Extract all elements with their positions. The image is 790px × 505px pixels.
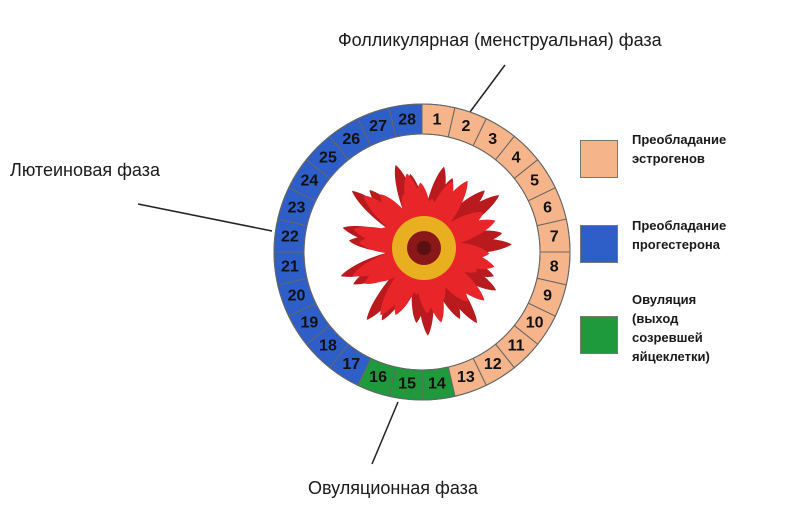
legend-swatch-progesterone bbox=[580, 225, 618, 263]
legend-text-progesterone: Преобладание прогестерона bbox=[632, 218, 727, 252]
luteal-pointer-line bbox=[137, 203, 273, 232]
cycle-day-label-22: 22 bbox=[281, 229, 299, 246]
cycle-day-label-12: 12 bbox=[484, 356, 502, 373]
cycle-day-label-6: 6 bbox=[543, 200, 552, 217]
cycle-day-label-7: 7 bbox=[550, 229, 559, 246]
flower-stamen bbox=[433, 267, 442, 276]
flower-center-core bbox=[417, 241, 431, 255]
flower-stamen bbox=[443, 257, 452, 266]
flower-stamen bbox=[447, 244, 455, 252]
flower-stamen bbox=[420, 271, 428, 279]
legend-swatch-ovulation bbox=[580, 316, 618, 354]
phase-pointer-lines bbox=[137, 64, 506, 465]
cycle-day-label-8: 8 bbox=[550, 258, 559, 275]
cycle-day-label-19: 19 bbox=[300, 314, 318, 331]
luteal-phase-label: Лютеиновая фаза bbox=[10, 160, 160, 180]
cycle-day-label-3: 3 bbox=[488, 131, 497, 148]
cycle-day-label-24: 24 bbox=[300, 173, 318, 190]
cycle-day-label-13: 13 bbox=[457, 369, 475, 386]
flower-stamen bbox=[406, 220, 415, 229]
cycle-day-label-28: 28 bbox=[398, 111, 416, 128]
cycle-day-label-16: 16 bbox=[369, 369, 387, 386]
cycle-day-label-23: 23 bbox=[288, 200, 306, 217]
cycle-day-label-18: 18 bbox=[319, 338, 337, 355]
cycle-day-label-21: 21 bbox=[281, 258, 299, 275]
cycle-day-label-5: 5 bbox=[530, 173, 539, 190]
follicular-pointer-line bbox=[469, 64, 506, 113]
flower-stamen bbox=[443, 230, 452, 239]
flower-stamen bbox=[439, 263, 448, 272]
cycle-day-label-2: 2 bbox=[461, 118, 470, 135]
flower-stamen bbox=[446, 237, 455, 246]
cycle-day-label-4: 4 bbox=[512, 149, 521, 166]
ovulation-phase-label: Овуляционная фаза bbox=[308, 478, 478, 498]
legend-text-ovulation: Овуляция (выход созревшей яйцеклетки) bbox=[632, 292, 710, 364]
flower-stamen bbox=[439, 224, 448, 233]
cycle-day-label-14: 14 bbox=[428, 376, 446, 393]
flower-stamen bbox=[426, 217, 435, 226]
flower-image bbox=[340, 164, 512, 336]
flower-stamen bbox=[400, 224, 409, 233]
flower-stamen bbox=[433, 220, 442, 229]
flower-stamen bbox=[393, 237, 402, 246]
cycle-day-label-1: 1 bbox=[432, 111, 441, 128]
flower-stamen bbox=[400, 263, 409, 272]
flower-stamen bbox=[393, 250, 402, 259]
flower-stamen bbox=[413, 270, 422, 279]
cycle-day-label-27: 27 bbox=[369, 118, 387, 135]
flower-stamen bbox=[420, 217, 428, 225]
cycle-day-label-26: 26 bbox=[342, 131, 360, 148]
cycle-day-label-25: 25 bbox=[319, 149, 337, 166]
ring-inner-edge bbox=[303, 133, 541, 371]
cycle-day-label-10: 10 bbox=[526, 314, 544, 331]
ovulation-pointer-line bbox=[371, 401, 399, 465]
legend-text-estrogen: Преобладание эстрогенов bbox=[632, 132, 727, 166]
flower-stamen bbox=[413, 217, 422, 226]
follicular-phase-label: Фолликулярная (менструальная) фаза bbox=[338, 30, 662, 50]
cycle-day-label-11: 11 bbox=[508, 338, 525, 355]
flower-stamen bbox=[396, 257, 405, 266]
flower-stamen bbox=[396, 230, 405, 239]
cycle-day-label-15: 15 bbox=[398, 376, 416, 393]
cycle-day-label-9: 9 bbox=[543, 287, 552, 304]
ring-outer-edge bbox=[273, 103, 571, 401]
flower-stamen bbox=[446, 250, 455, 259]
flower-stamen bbox=[393, 244, 401, 252]
cycle-day-label-20: 20 bbox=[288, 287, 306, 304]
flower-stamen bbox=[406, 267, 415, 276]
legend-swatch-estrogen bbox=[580, 140, 618, 178]
cycle-day-label-17: 17 bbox=[342, 356, 360, 373]
flower-stamen bbox=[426, 270, 435, 279]
